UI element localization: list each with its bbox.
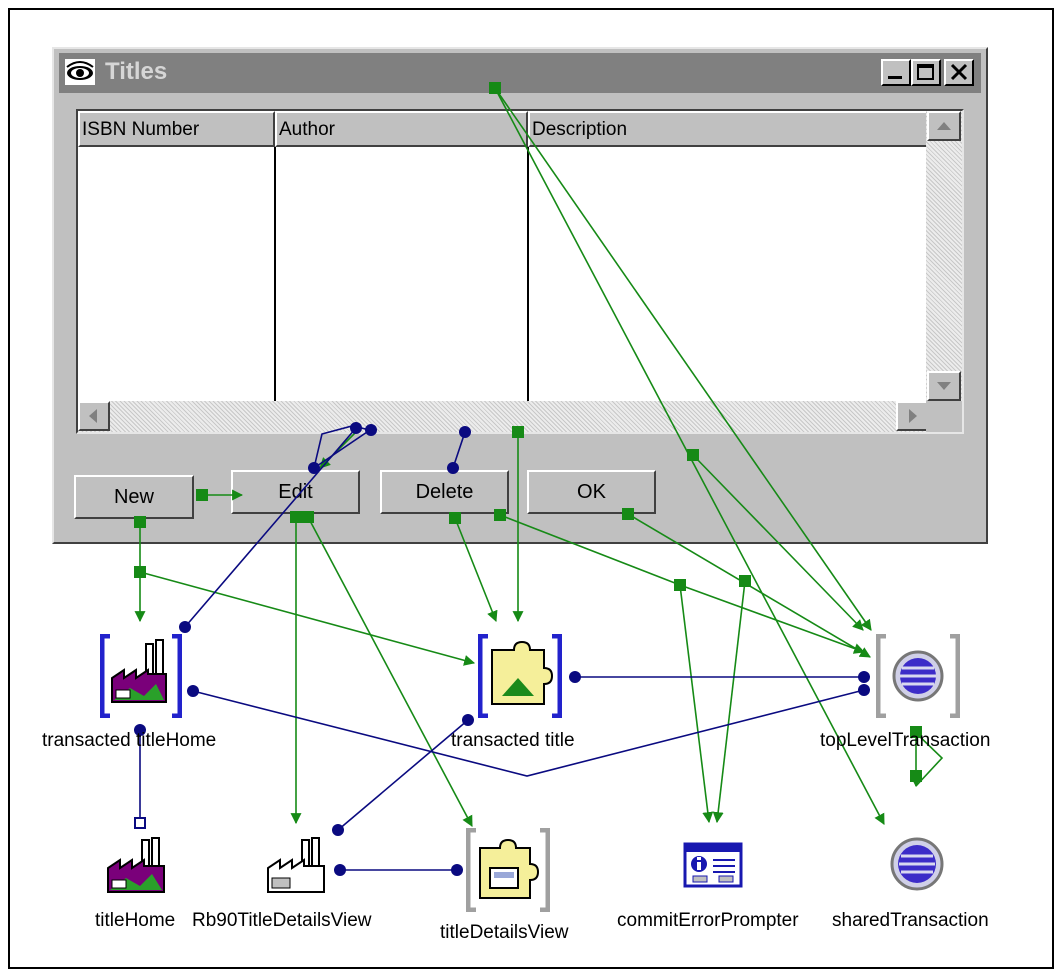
maximize-button[interactable]: [911, 59, 941, 86]
scrollbar-corner: [926, 401, 962, 432]
component-label-title-details-view: titleDetailsView: [440, 922, 569, 943]
horizontal-scrollbar[interactable]: [78, 401, 928, 432]
puzzle-part-icon[interactable]: [478, 634, 562, 718]
minimize-button[interactable]: [881, 59, 911, 86]
column-header-isbn[interactable]: ISBN Number: [78, 111, 275, 147]
eye-icon: [65, 59, 95, 85]
info-prompter-icon[interactable]: [683, 842, 743, 888]
new-button[interactable]: New: [74, 475, 194, 519]
window-titlebar[interactable]: Titles: [59, 53, 981, 93]
column-divider: [274, 147, 276, 405]
component-label-shared-transaction: sharedTransaction: [832, 910, 989, 931]
delete-button[interactable]: Delete: [380, 470, 509, 514]
component-label-commit-error-prompter: commitErrorPrompter: [617, 910, 799, 931]
component-label-titlehome: titleHome: [95, 910, 176, 931]
vertical-scrollbar[interactable]: [926, 111, 962, 401]
ok-button[interactable]: OK: [527, 470, 656, 514]
scroll-up-button[interactable]: [927, 111, 961, 141]
scroll-left-button[interactable]: [78, 401, 110, 431]
close-icon: [950, 63, 968, 81]
column-header-author[interactable]: Author: [275, 111, 528, 147]
scroll-right-button[interactable]: [896, 401, 928, 431]
component-label-transacted-titlehome: transacted titleHome: [42, 730, 217, 751]
titles-window: Titles ISBN Number Author Description: [52, 47, 988, 544]
titles-table[interactable]: ISBN Number Author Description: [76, 109, 964, 434]
scroll-down-button[interactable]: [927, 371, 961, 401]
component-label-toplevel-transaction: topLevelTransaction: [820, 730, 991, 751]
puzzle-part-icon[interactable]: [466, 828, 550, 912]
edit-button[interactable]: Edit: [231, 470, 360, 514]
component-label-transacted-title: transacted title: [451, 730, 575, 751]
factory-icon[interactable]: [100, 634, 182, 718]
component-label-rb90-title-details-view: Rb90TitleDetailsView: [192, 910, 372, 931]
transaction-globe-icon[interactable]: [876, 634, 960, 718]
column-header-description[interactable]: Description: [528, 111, 928, 147]
column-divider: [527, 147, 529, 405]
factory-icon[interactable]: [104, 836, 170, 896]
window-title: Titles: [105, 58, 168, 85]
transaction-globe-icon[interactable]: [889, 836, 945, 892]
close-button[interactable]: [944, 59, 974, 86]
factory-icon[interactable]: [264, 836, 330, 896]
